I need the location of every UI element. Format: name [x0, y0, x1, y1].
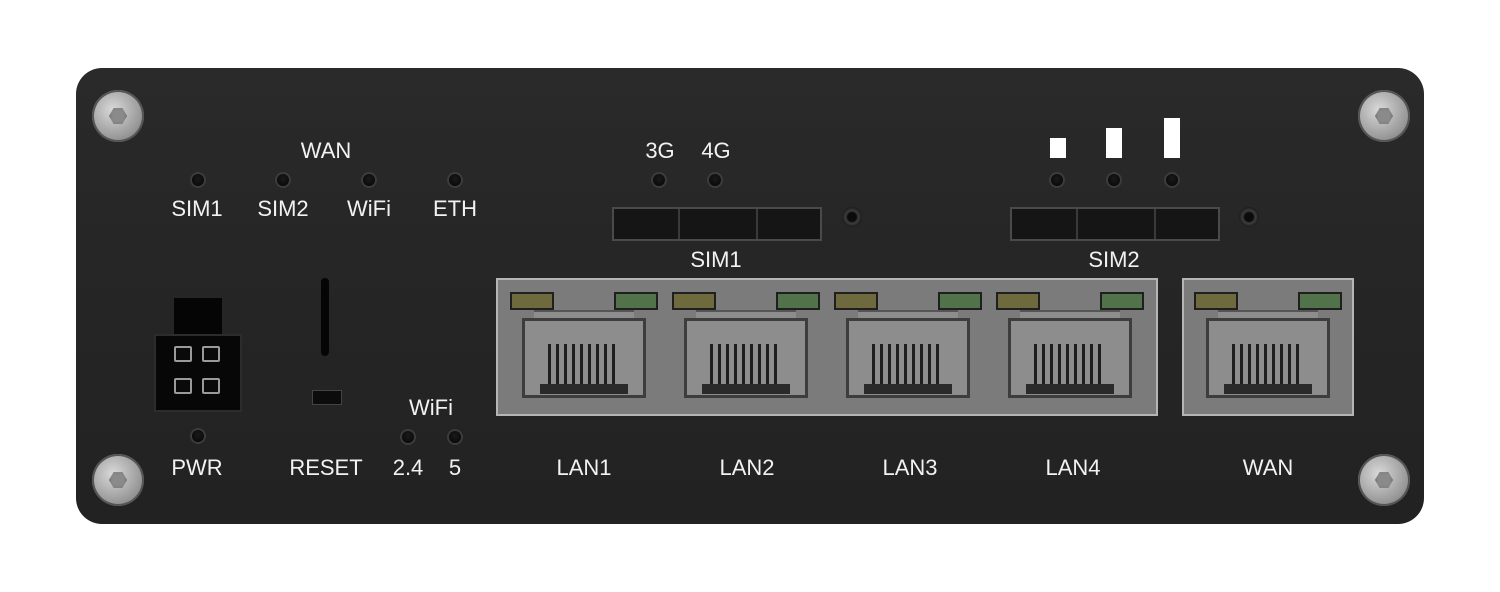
lan3-label: LAN3 [882, 455, 938, 480]
lan1-port[interactable] [504, 288, 664, 412]
screw-top-left-icon [92, 90, 144, 142]
sim2-led-label: SIM2 [257, 196, 309, 221]
3g-led [653, 174, 665, 186]
sim2-led [277, 174, 289, 186]
4g-label: 4G [701, 138, 731, 163]
lan4-led-green [1100, 292, 1144, 310]
signal-led-2 [1108, 174, 1120, 186]
lan-port-block [496, 278, 1158, 416]
lan3-port[interactable] [828, 288, 988, 412]
sim1-eject-hole[interactable] [842, 207, 862, 227]
signal-bar-1-icon [1050, 138, 1066, 158]
lan2-led-amber [672, 292, 716, 310]
lan4-port[interactable] [990, 288, 1150, 412]
wifi-led-label: WiFi [347, 196, 391, 221]
lan3-led-green [938, 292, 982, 310]
wifi-24-led [402, 431, 414, 443]
lan3-led-amber [834, 292, 878, 310]
sim1-led-label: SIM1 [171, 196, 223, 221]
wan-group-label: WAN [300, 138, 352, 163]
wan-label: WAN [1242, 455, 1294, 480]
signal-bar-3-icon [1164, 118, 1180, 158]
sim1-slot[interactable] [612, 207, 822, 241]
wifi-band-group-label: WiFi [409, 395, 453, 420]
signal-led-3 [1166, 174, 1178, 186]
wifi-5-led [449, 431, 461, 443]
sim2-slot[interactable] [1010, 207, 1220, 241]
wifi-24-label: 2.4 [392, 455, 424, 480]
lan1-led-amber [510, 292, 554, 310]
lan1-label: LAN1 [556, 455, 612, 480]
sim1-led [192, 174, 204, 186]
4g-led [709, 174, 721, 186]
eth-led-label: ETH [433, 196, 477, 221]
wan-led-green [1298, 292, 1342, 310]
wifi-wan-led [363, 174, 375, 186]
screw-bottom-right-icon [1358, 454, 1410, 506]
sim2-eject-hole[interactable] [1239, 207, 1259, 227]
eth-led [449, 174, 461, 186]
lan2-port[interactable] [666, 288, 826, 412]
lan1-led-green [614, 292, 658, 310]
reset-slot [321, 278, 329, 356]
lan2-label: LAN2 [719, 455, 775, 480]
reset-label: RESET [289, 455, 363, 480]
wan-port-block [1182, 278, 1354, 416]
sim2-slot-label: SIM2 [1088, 247, 1140, 272]
reset-button[interactable] [312, 390, 342, 405]
lan4-label: LAN4 [1045, 455, 1101, 480]
3g-label: 3G [645, 138, 675, 163]
wifi-5-label: 5 [448, 455, 462, 480]
wan-port[interactable] [1188, 288, 1348, 412]
lan4-led-amber [996, 292, 1040, 310]
power-connector[interactable] [154, 298, 242, 412]
wan-led-amber [1194, 292, 1238, 310]
signal-bar-2-icon [1106, 128, 1122, 158]
sim1-slot-label: SIM1 [690, 247, 742, 272]
signal-led-1 [1051, 174, 1063, 186]
lan2-led-green [776, 292, 820, 310]
power-led [192, 430, 204, 442]
screw-bottom-left-icon [92, 454, 144, 506]
power-label: PWR [171, 455, 223, 480]
screw-top-right-icon [1358, 90, 1410, 142]
